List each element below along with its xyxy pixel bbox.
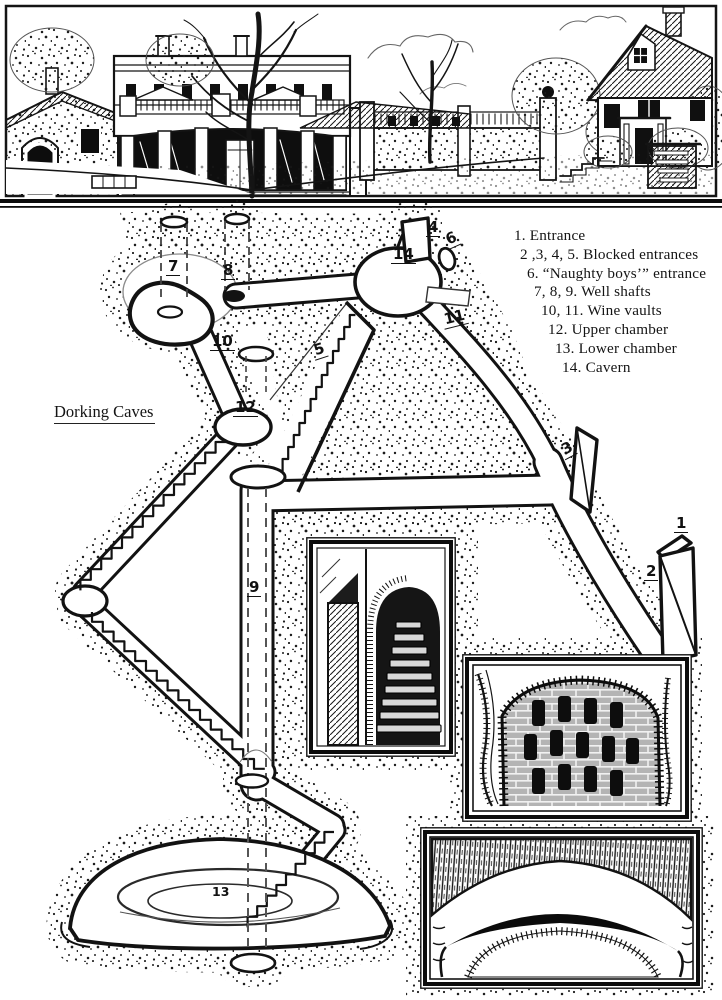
map-label-4: 4 <box>426 218 441 237</box>
map-label-2: 2 <box>644 562 659 581</box>
well-shafts <box>156 212 287 974</box>
map-label-7: 7 <box>166 257 181 276</box>
staircases <box>79 313 356 928</box>
entrances <box>400 216 698 664</box>
cavern-14 <box>353 246 443 318</box>
map-label-12: 12 <box>233 398 258 417</box>
map-title: Dorking Caves <box>54 402 156 424</box>
cave-staircase-inset <box>306 537 456 757</box>
cavern-inset <box>420 827 703 989</box>
street-scene-illustration <box>4 4 722 199</box>
legend-item: 14. Cavern <box>562 358 631 376</box>
bare-tree-mid <box>399 39 459 164</box>
legend-item: 7, 8, 9. Well shafts <box>534 283 651 301</box>
divider-rule <box>0 199 722 208</box>
map-label-10: 10 <box>210 332 235 351</box>
lower-chamber-13 <box>60 837 393 951</box>
white-wedge <box>95 448 252 762</box>
foreground <box>5 142 716 194</box>
map-label-14: 14 <box>391 245 416 264</box>
legend-item: 2 ,3, 4, 5. Blocked entrances <box>520 245 699 263</box>
legend-item: 6. “Naughty boys’” entrance <box>527 264 707 282</box>
map-label-13: 13 <box>212 884 230 899</box>
stair-landing <box>61 584 109 618</box>
map-label-1: 1 <box>674 514 689 533</box>
map-label-8: 8 <box>221 261 236 280</box>
legend-item: 10, 11. Wine vaults <box>541 302 662 320</box>
wine-vault-inset <box>462 654 692 822</box>
legend-item: 1. Entrance <box>514 227 586 244</box>
legend-item: 13. Lower chamber <box>555 339 677 357</box>
upper-chamber-12 <box>213 407 273 447</box>
map-label-9: 9 <box>247 578 262 597</box>
legend-item: 12. Upper chamber <box>548 320 669 338</box>
legend: 1. Entrance 2 ,3, 4, 5. Blocked entrance… <box>514 227 706 377</box>
